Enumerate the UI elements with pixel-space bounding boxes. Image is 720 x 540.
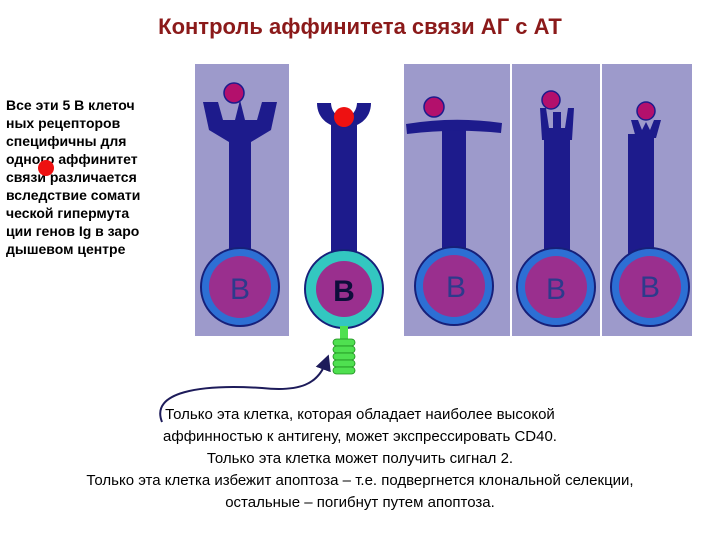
receptor-bar-3 (406, 119, 502, 134)
antigen-1 (223, 82, 245, 104)
cell-label-2: B (333, 275, 355, 308)
caption-line-4: Только эта клетка избежит апоптоза – т.е… (86, 472, 634, 489)
nucleus-5 (619, 256, 681, 318)
cell-label-1: B (230, 273, 250, 306)
cell-label-3: B (446, 271, 466, 304)
b-cell-5 (610, 101, 690, 327)
cd40-receptor (332, 326, 356, 375)
page-title: Контроль аффинитета связи АГ с АТ (158, 14, 562, 39)
nucleus-4 (525, 256, 587, 318)
receptor-arms-1 (203, 100, 277, 142)
antigen-legend-icon (38, 160, 54, 176)
antigen-3 (423, 96, 445, 118)
receptor-stem-3 (442, 128, 466, 268)
b-cell-4 (516, 90, 596, 327)
receptor-v-5 (631, 120, 661, 138)
receptor-stem-1 (229, 120, 251, 270)
side-description: Все эти 5 В клеточ ных рецепторов специф… (6, 97, 141, 257)
cell-label-5: B (640, 271, 660, 304)
antigen-2-high-affinity (334, 107, 354, 127)
antigen-5 (636, 101, 656, 121)
caption-line-5: остальные – погибнут путем апоптоза. (225, 494, 495, 511)
nucleus-3 (423, 255, 485, 317)
receptor-cup-2 (317, 103, 371, 128)
cell-label-4: B (546, 273, 566, 306)
receptor-stem-2 (331, 120, 357, 270)
b-cell-3 (406, 96, 502, 326)
caption-line-2: аффинностью к антигену, может экспрессир… (163, 428, 557, 445)
nucleus-2 (316, 261, 372, 317)
caption-line-1: Только эта клетка, которая обладает наиб… (165, 406, 555, 423)
b-cell-2-selected (304, 103, 384, 375)
receptor-stem-4 (544, 128, 570, 268)
b-cell-1 (200, 82, 280, 327)
nucleus-1 (209, 256, 271, 318)
pointer-arrow (159, 354, 331, 423)
receptor-fork-4 (540, 108, 574, 140)
receptor-stem-5 (628, 134, 654, 264)
caption-line-3: Только эта клетка может получить сигнал … (206, 450, 514, 467)
antigen-4 (541, 90, 561, 110)
